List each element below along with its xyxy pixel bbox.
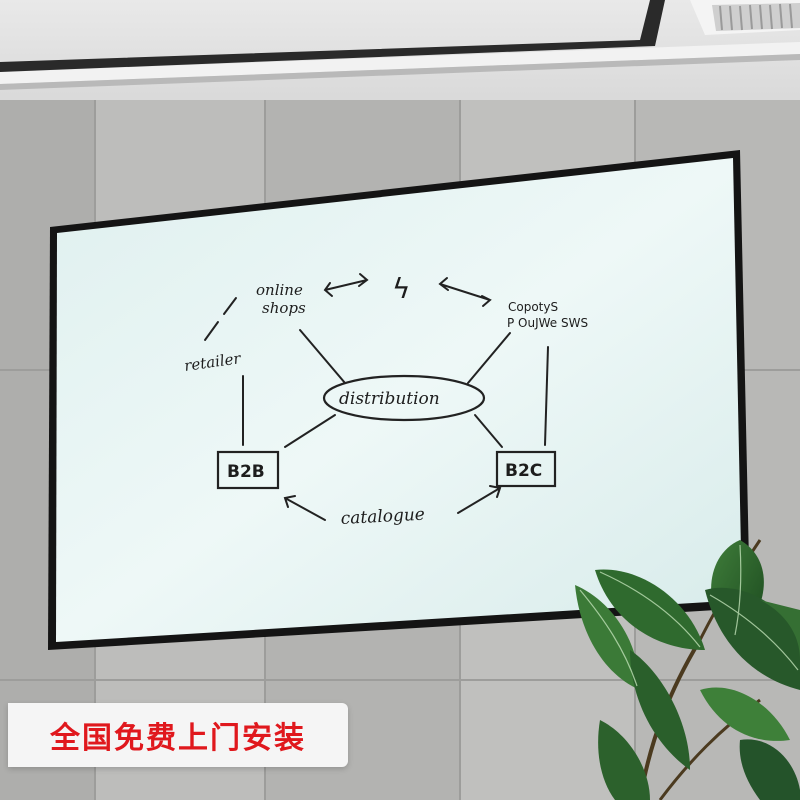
top-right-label-line1: CopotyS [508,300,558,314]
online-label: online [256,281,303,299]
promo-banner-text: 全国免费上门安装 [50,721,306,756]
potted-plant-leaves [575,539,800,800]
air-vent [712,3,800,31]
diagram-connectors [204,273,549,521]
distribution-label: distribution [339,389,440,409]
b2b-box [216,450,280,490]
lightning-icon: ϟ [392,272,410,305]
shops-label: shops [262,299,306,317]
whiteboard: online shops retailer distribution B2B B… [48,150,750,650]
promo-banner: 全国免费上门安装 [8,703,348,767]
b2b-label: B2B [227,462,265,482]
b2c-box [495,450,557,488]
b2c-label: B2C [505,461,542,481]
distribution-ellipse [322,374,486,422]
catalogue-label: catalogue [340,505,425,529]
top-right-label-line2: P OuJWe SWS [507,316,588,330]
